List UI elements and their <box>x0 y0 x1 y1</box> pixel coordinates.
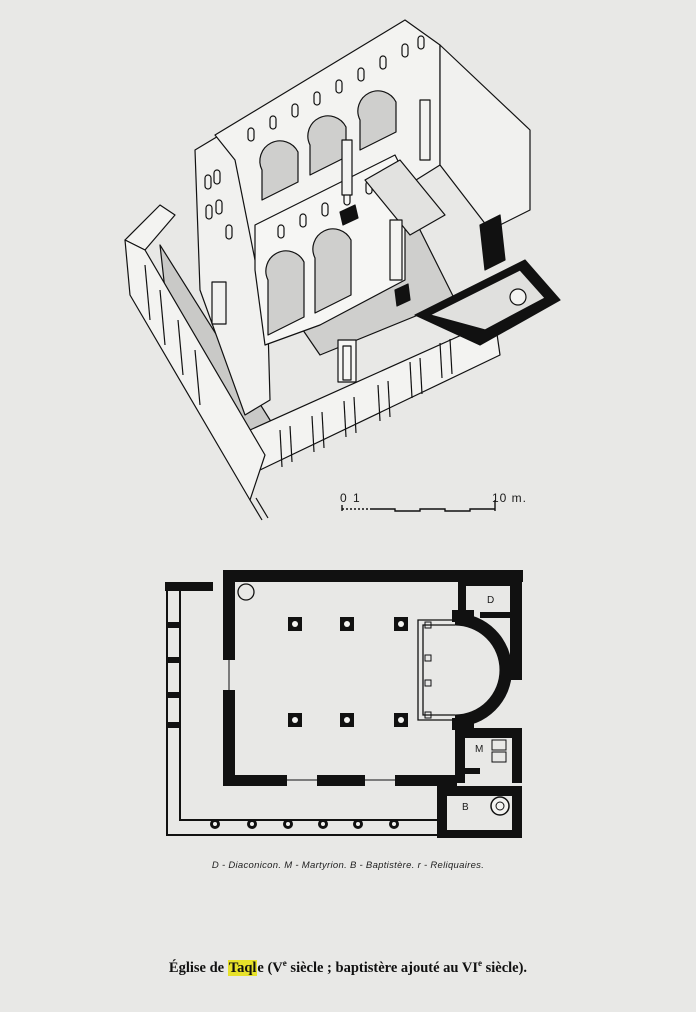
portico-colonnade <box>279 338 453 468</box>
scale-zero: 0 <box>340 491 348 505</box>
axonometric-view <box>124 19 561 521</box>
scale-bar: 0 1 10 m. <box>340 491 527 512</box>
chancel <box>417 619 455 721</box>
caption-suffix: siècle). <box>481 959 528 976</box>
diaconicon-room: D <box>458 578 522 668</box>
north-arcade <box>259 90 397 201</box>
portico-outline <box>166 585 437 836</box>
nave-columns <box>288 617 408 727</box>
nave-column-1 <box>341 139 353 196</box>
portico-columns <box>210 819 399 829</box>
plan-legend: D - Diaconicon. M - Martyrion. B - Bapti… <box>211 860 485 871</box>
ground-plan: D M B <box>165 570 523 838</box>
clerestory-windows <box>247 35 425 142</box>
west-portico-side <box>124 239 266 501</box>
east-wall <box>439 44 531 231</box>
label-martyrion: M <box>475 744 483 755</box>
steps <box>249 499 263 521</box>
scale-one: 1 <box>353 491 361 505</box>
label-diaconicon: D <box>487 595 494 606</box>
south-outer-wall <box>249 319 501 471</box>
narthex-wall <box>165 582 213 591</box>
caption-prefix: Église de <box>168 959 228 976</box>
label-baptistere: B <box>462 802 469 813</box>
nave-column-2 <box>419 99 431 161</box>
diaconicon-wall <box>479 214 506 271</box>
scale-ten: 10 m. <box>492 491 527 505</box>
caption-highlight: Taql <box>227 959 258 976</box>
apse <box>455 613 512 727</box>
martyrion-room: M <box>455 728 522 783</box>
facade-windows <box>204 169 233 325</box>
caption-sup-2: e <box>477 958 482 968</box>
caption-sup-1: e <box>282 958 287 968</box>
west-portico-openings <box>144 264 201 406</box>
baptistery-room: B <box>437 786 522 838</box>
figure-caption: Église de Taqle (Ve siècle ; baptistère … <box>0 958 696 977</box>
bema <box>364 159 446 236</box>
corner-column <box>237 583 255 601</box>
caption-middle: siècle ; baptistère ajouté au VI <box>286 959 478 976</box>
bema-column <box>389 219 403 281</box>
south-arcade <box>265 228 352 336</box>
caption-after-highlight: e (V <box>257 959 283 976</box>
